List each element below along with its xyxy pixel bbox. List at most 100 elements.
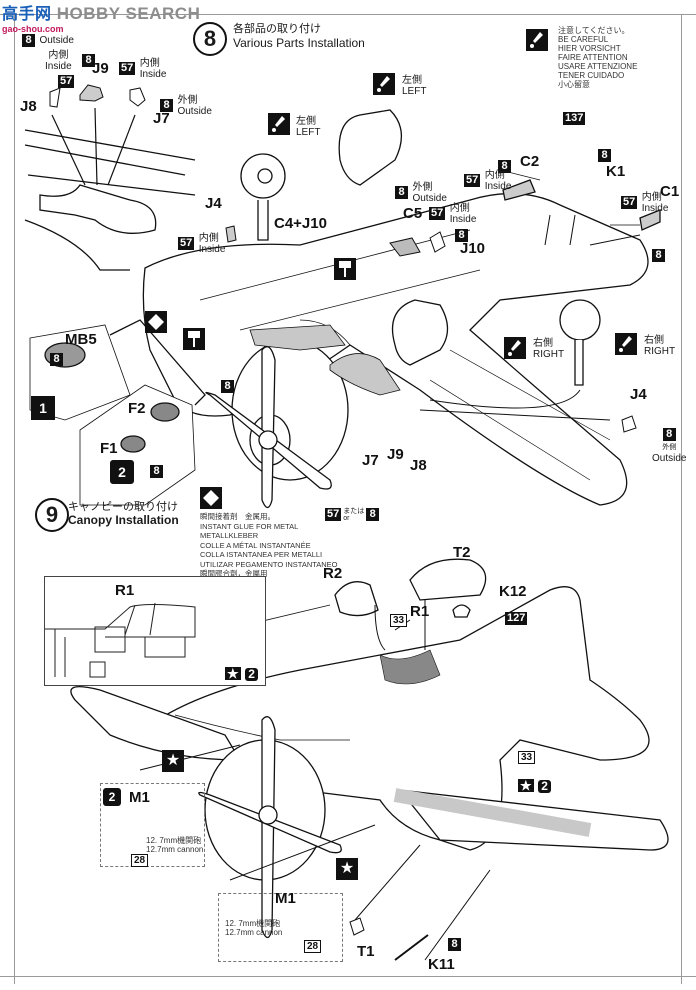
outside-jp: 外側	[412, 182, 433, 193]
inside-jp: 内側	[484, 170, 505, 181]
paint-code: 57	[178, 237, 195, 250]
paint-code: 8	[50, 353, 63, 366]
part-label-t2: T2	[453, 544, 471, 561]
paint-code: 8	[160, 99, 173, 112]
part-label-mb5: MB5	[65, 331, 97, 348]
step-9-title-jp: キャノピーの取り付け	[68, 501, 178, 513]
caution-line: FAIRE ATTENTION	[558, 53, 628, 62]
or-jp: または	[343, 508, 365, 515]
glue-line: UTILIZAR PEGAMENTO INSTANTANEO	[200, 559, 338, 569]
cannon-jp: 12. 7mm機関砲	[225, 919, 281, 928]
paint-callout: 8	[652, 245, 665, 263]
star-icon: ★	[225, 666, 241, 681]
paint-callout-j8-outside: 8 Outside	[22, 30, 74, 48]
decal-star-option-2: ★ 2	[225, 665, 259, 683]
paint-code: 8	[448, 938, 461, 951]
exclamation-brush-icon	[373, 73, 395, 95]
caution-legend: 注意してください。 BE CAREFUL HIER VORSICHT FAIRE…	[518, 17, 681, 103]
outside-en: Outside	[177, 106, 212, 117]
inside-jp: 内側	[198, 233, 219, 244]
paint-code: 33	[518, 751, 536, 764]
glue-line: COLLE A MÉTAL INSTANTANÉE	[200, 540, 311, 550]
part-label-m1: M1	[275, 890, 296, 907]
glue-line: METALLKLEBER	[200, 531, 259, 540]
caution-line: 小心留意	[558, 80, 590, 89]
step-8-title-jp: 各部品の取り付け	[233, 23, 321, 35]
part-label-j8: J8	[410, 457, 427, 474]
inside-jp: 内側	[48, 50, 69, 61]
inside-en: Inside	[139, 69, 167, 80]
right-en: RIGHT	[644, 346, 676, 357]
paint-code: 8	[82, 54, 95, 67]
diamond-glue-icon	[145, 311, 167, 333]
option-2-badge: 2	[538, 780, 552, 793]
part-label-j7: J7	[362, 452, 379, 469]
left-en: LEFT	[296, 127, 321, 138]
part-label-r1: R1	[410, 603, 430, 620]
paint-code: 57	[464, 174, 481, 187]
option-1-badge: 1	[31, 396, 55, 420]
paint-code: 57	[58, 75, 75, 88]
page-border-top	[0, 14, 696, 15]
part-label-j4: J4	[205, 195, 222, 212]
paint-code: 28	[304, 940, 322, 953]
outside-jp: 外側	[177, 95, 198, 106]
left-jp: 左側	[296, 116, 316, 127]
paint-code: 8	[395, 186, 408, 199]
watermark-url: gao-shou.com	[2, 24, 64, 34]
part-label-c2: C2	[520, 153, 540, 170]
glue-line: INSTANT GLUE FOR METAL	[200, 521, 299, 531]
caution-line: USARE ATTENZIONE	[558, 62, 638, 71]
paint-callout: 8	[455, 225, 468, 243]
paint-code: 127	[505, 612, 528, 625]
paint-callout: 8	[150, 461, 163, 479]
part-label-k12: K12	[499, 583, 527, 600]
paint-callout: 137	[563, 108, 586, 126]
part-label-f2: F2	[128, 400, 146, 417]
star-icon: ★	[162, 750, 184, 772]
right-jp: 右側	[644, 335, 664, 346]
glue-line: COLLA ISTANTANEA PER METALLI	[200, 550, 323, 559]
watermark: 高手网 HOBBY SEARCH	[2, 0, 200, 24]
decal-star-option-2: ★ 2	[518, 777, 552, 795]
part-label-j9: J9	[92, 60, 109, 77]
cannon-en: 12.7mm cannon	[146, 845, 204, 854]
diamond-glue-icon	[200, 487, 222, 509]
paint-code: 8	[662, 428, 676, 441]
caution-line: TENER CUIDADO	[558, 71, 625, 80]
inside-en: Inside	[484, 181, 512, 192]
paint-callout: 28	[304, 936, 322, 954]
page-border-right	[681, 14, 682, 984]
part-label-j10: J10	[460, 240, 486, 257]
glue-legend: 瞬間接着剤 金属用。 INSTANT GLUE FOR METAL METALL…	[200, 512, 338, 579]
paint-code: 28	[131, 854, 149, 867]
part-label-f1: F1	[100, 440, 118, 457]
paint-callout: 8	[82, 50, 95, 68]
paint-outside-callout: 8 外側 Outside	[652, 428, 686, 464]
paint-callout: 8	[498, 156, 511, 174]
exclamation-brush-icon	[268, 113, 290, 135]
option-2-badge: 2	[110, 460, 134, 484]
outside-en: Outside	[412, 193, 447, 204]
paint-code: 57	[325, 508, 342, 521]
inside-en: Inside	[449, 214, 477, 225]
caution-line: HIER VORSICHT	[558, 44, 621, 53]
paint-code: 8	[22, 34, 35, 47]
tube-glue-icon	[334, 258, 356, 280]
inside-en: Inside	[45, 61, 72, 72]
paint-callout: 8	[448, 934, 461, 952]
